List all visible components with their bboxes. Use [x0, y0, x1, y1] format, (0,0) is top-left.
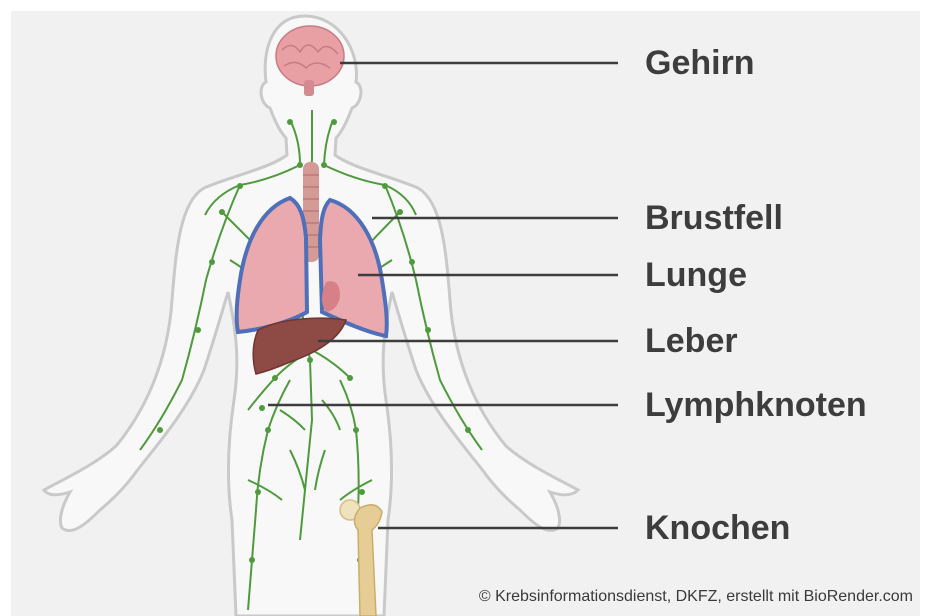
human-body-outline [44, 16, 578, 616]
label-brain: Gehirn [645, 46, 755, 80]
label-bone: Knochen [645, 511, 790, 545]
label-pleura: Brustfell [645, 201, 783, 235]
label-liver: Leber [645, 324, 738, 358]
label-lymph-nodes: Lymphknoten [645, 388, 867, 422]
label-lung: Lunge [645, 258, 747, 292]
credit-text: © Krebsinformationsdienst, DKFZ, erstell… [479, 588, 913, 606]
